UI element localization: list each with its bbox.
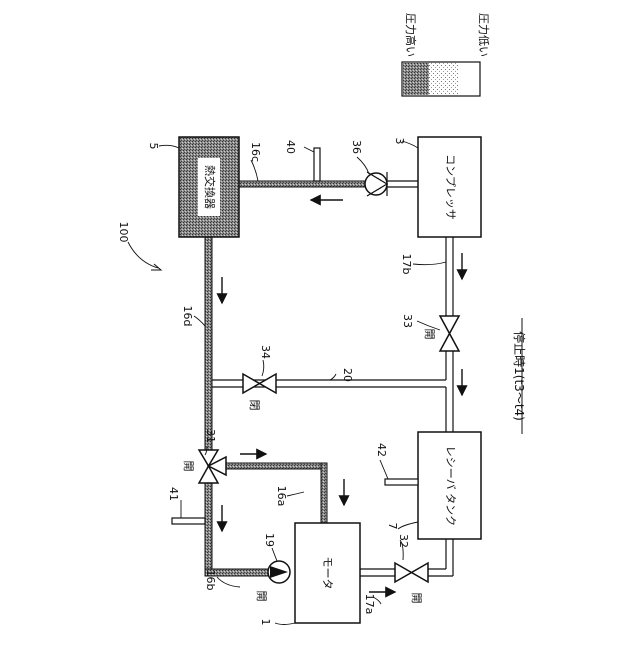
ref-33: 33 (401, 314, 414, 328)
ref-42: 42 (375, 443, 388, 457)
ref-19: 19 (263, 533, 276, 547)
ref-16d: 16d (181, 306, 194, 327)
valve-32-state: 開 (410, 593, 423, 604)
motor: モータ (295, 523, 360, 623)
ref-16b: 16b (204, 570, 217, 591)
compressor: コンプレッサ (418, 137, 481, 237)
pump-state: 開 (255, 591, 268, 602)
pressure-legend: 圧力高い 圧力低い (402, 13, 490, 96)
receiver-tank-label: レシーバ タンク (444, 446, 457, 526)
valve-33-icon (440, 316, 459, 351)
ref-3: 3 (393, 138, 406, 145)
leader-lines (128, 141, 446, 625)
pipe-16a-vertical (321, 463, 327, 523)
sensor-41 (172, 518, 205, 524)
check-valve-icon (365, 172, 387, 196)
valve-31-state: 開 (182, 461, 195, 472)
valve-32-icon (395, 563, 428, 582)
ref-41: 41 (167, 487, 180, 501)
legend-low-label: 圧力低い (477, 13, 490, 57)
motor-label: モータ (321, 557, 334, 590)
valve-33-state: 開 (423, 329, 436, 340)
heat-exchanger: 熱交換器 (179, 137, 239, 237)
ref-16c: 16c (249, 142, 262, 162)
legend-high-swatch (403, 63, 429, 95)
valve-31-icon (199, 450, 226, 483)
compressor-label: コンプレッサ (444, 154, 457, 220)
ref-32: 32 (397, 534, 410, 548)
pipe-16b-vertical (205, 483, 212, 573)
ref-36: 36 (350, 140, 363, 154)
ref-16a: 16a (275, 486, 288, 507)
caption-text: 停止時1(t3～t4) (512, 331, 527, 421)
ref-17a: 17a (363, 594, 376, 615)
heat-exchanger-label: 熱交換器 (203, 165, 217, 209)
valve-34-icon (243, 374, 276, 393)
pump-icon (268, 561, 290, 583)
pipe-16d-segment (205, 237, 212, 450)
ref-1: 1 (259, 619, 272, 626)
ref-40: 40 (284, 140, 297, 154)
sensor-42 (385, 479, 418, 485)
ref-31: 31 (204, 429, 217, 443)
valve-34-state: 閉 (248, 400, 261, 411)
pipe-16c-segment (239, 181, 367, 187)
ref-100: 100 (117, 222, 130, 243)
figure-caption: 停止時1(t3～t4) (512, 318, 527, 434)
ref-7: 7 (386, 523, 399, 530)
legend-low-swatch (429, 63, 459, 95)
receiver-tank: レシーバ タンク (418, 432, 481, 539)
ref-17b: 17b (400, 254, 413, 275)
ref-5: 5 (147, 143, 160, 150)
ref-34: 34 (259, 345, 272, 359)
sensor-40 (314, 148, 320, 181)
ref-20: 20 (341, 368, 354, 382)
legend-high-label: 圧力高い (404, 13, 418, 57)
pipe-16a-horizontal (226, 463, 327, 469)
